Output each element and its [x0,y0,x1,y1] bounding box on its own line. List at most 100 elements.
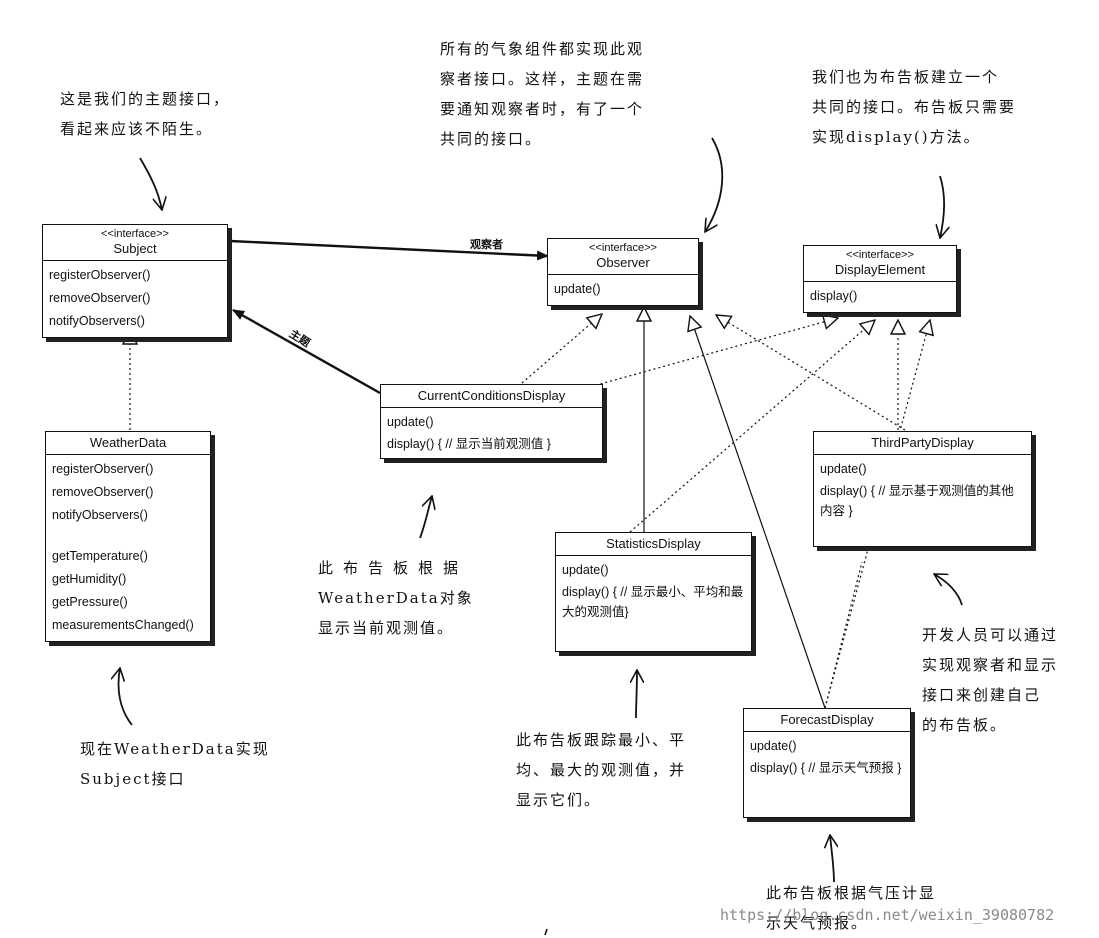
method: display() [810,289,858,303]
class-name: Observer [596,255,650,270]
method: display() { // 显示基于观测值的其他内容 } [820,484,1014,518]
note-arrow-thirdparty [934,574,963,606]
stray-mark [544,928,548,936]
class-third-party-display[interactable]: ThirdPartyDisplay update() display() { /… [813,431,1032,547]
realize-forecast-observer [690,316,826,709]
association-label-observers: 观察者 [470,238,503,251]
method: display() { // 显示当前观测值 } [387,437,551,451]
method-list: update() display() { // 显示最小、平均和最大的观测值} [556,556,751,651]
method: removeObserver() [52,485,154,499]
class-header: ForecastDisplay [744,709,910,732]
method-list: update() display() { // 显示基于观测值的其他内容 } [814,455,1031,546]
method: update() [387,415,434,429]
note-line: 显示它们。 [516,791,602,809]
class-header: CurrentConditionsDisplay [381,385,602,408]
note-line: 接口来创建自己 [922,686,1042,704]
class-name: WeatherData [89,435,167,450]
class-display-element[interactable]: <<interface>> DisplayElement display() [803,245,957,313]
method: update() [554,282,601,296]
class-header: ThirdPartyDisplay [814,432,1031,455]
note-arrow-observer [705,137,724,232]
note-line: 察者接口。这样，主题在需 [440,70,645,88]
method: display() { // 显示天气预报 } [750,761,902,775]
stereotype-label: <<interface>> [589,242,657,254]
method-gap [52,527,204,545]
method: registerObserver() [49,268,151,282]
note-observer: 所有的气象组件都实现此观 察者接口。这样，主题在需 要通知观察者时，有了一个 共… [440,34,644,154]
class-header: <<interface>> Subject [43,225,227,261]
class-name: StatisticsDisplay [606,536,701,551]
method: measurementsChanged() [52,618,194,632]
realize-current-display [585,318,838,389]
note-display-element: 我们也为布告板建立一个 共同的接口。布告板只需要 实现display()方法。 [812,62,1016,152]
method-list: update() [548,275,698,305]
note-line: 共同的接口。布告板只需要 [812,98,1017,116]
note-line: 此布告板跟踪最小、平 [516,731,687,749]
realize-current-observer [521,314,602,384]
class-header: <<interface>> DisplayElement [804,246,956,282]
method: notifyObservers() [52,508,148,522]
method: registerObserver() [52,462,154,476]
class-name: DisplayElement [834,262,926,277]
method-list: update() display() { // 显示天气预报 } [744,732,910,817]
method-list: display() [804,282,956,312]
method-list: registerObserver() removeObserver() noti… [43,261,227,337]
class-current-conditions-display[interactable]: CurrentConditionsDisplay update() displa… [380,384,603,459]
stereotype-label: <<interface>> [101,228,169,240]
note-arrow-display [940,175,944,238]
note-line: 要通知观察者时，有了一个 [440,100,645,118]
note-line: 示天气预报。 [766,914,869,932]
note-line: 实现观察者和显示 [922,656,1059,674]
note-line: 现在WeatherData实现 [80,740,270,758]
stereotype-label: <<interface>> [846,249,914,261]
method: removeObserver() [49,291,151,305]
link-forecast-thirdparty [824,561,863,709]
note-subject: 这是我们的主题接口， 看起来应该不陌生。 [60,84,230,144]
note-line: 显示当前观测值。 [318,619,455,637]
note-line: 均、最大的观测值，并 [516,761,687,779]
method: getTemperature() [52,549,148,563]
note-line: 此布告板根据气压计显 [766,884,937,902]
note-arrow-current [419,496,432,539]
method: getHumidity() [52,572,127,586]
note-line: WeatherData对象 [318,589,474,607]
class-name: Subject [113,241,157,256]
note-thirdparty: 开发人员可以通过 实现观察者和显示 接口来创建自己 的布告板。 [922,620,1058,740]
class-observer[interactable]: <<interface>> Observer update() [547,238,699,306]
note-line: 看起来应该不陌生。 [60,120,214,138]
class-header: StatisticsDisplay [556,533,751,556]
note-line: Subject接口 [80,770,186,788]
class-weather-data[interactable]: WeatherData registerObserver() removeObs… [45,431,211,642]
note-line: 的布告板。 [922,716,1008,734]
realize-thirdparty-observer [716,315,906,431]
note-forecast: 此布告板根据气压计显 示天气预报。 [766,878,936,938]
note-arrow-weatherdata [119,668,133,726]
assoc-current-subject [232,308,381,395]
note-line: 开发人员可以通过 [922,626,1059,644]
note-arrow-forecast [830,835,834,883]
method: update() [820,462,867,476]
class-name: ForecastDisplay [780,712,874,727]
class-header: <<interface>> Observer [548,239,698,275]
assoc-subject-observer [229,239,549,261]
class-statistics-display[interactable]: StatisticsDisplay update() display() { /… [555,532,752,652]
note-arrow-statistics [636,670,637,719]
note-arrow-subject [139,157,162,210]
class-forecast-display[interactable]: ForecastDisplay update() display() { // … [743,708,911,818]
note-statistics: 此布告板跟踪最小、平 均、最大的观测值，并 显示它们。 [516,725,686,815]
note-line: 实现display()方法。 [812,128,981,146]
note-weatherdata: 现在WeatherData实现 Subject接口 [80,734,270,794]
realize-statistics-display [629,320,875,533]
watermark: https://blog.csdn.net/weixin_39080782 [720,906,1055,924]
class-name: CurrentConditionsDisplay [417,388,566,403]
method: getPressure() [52,595,128,609]
note-line: 我们也为布告板建立一个 [812,68,1000,86]
note-line: 共同的接口。 [440,130,543,148]
class-header: WeatherData [46,432,210,455]
method: update() [750,739,797,753]
class-name: ThirdPartyDisplay [871,435,974,450]
method-list: registerObserver() removeObserver() noti… [46,455,210,641]
note-line: 此布告板根据 [318,559,469,577]
class-subject[interactable]: <<interface>> Subject registerObserver()… [42,224,228,338]
